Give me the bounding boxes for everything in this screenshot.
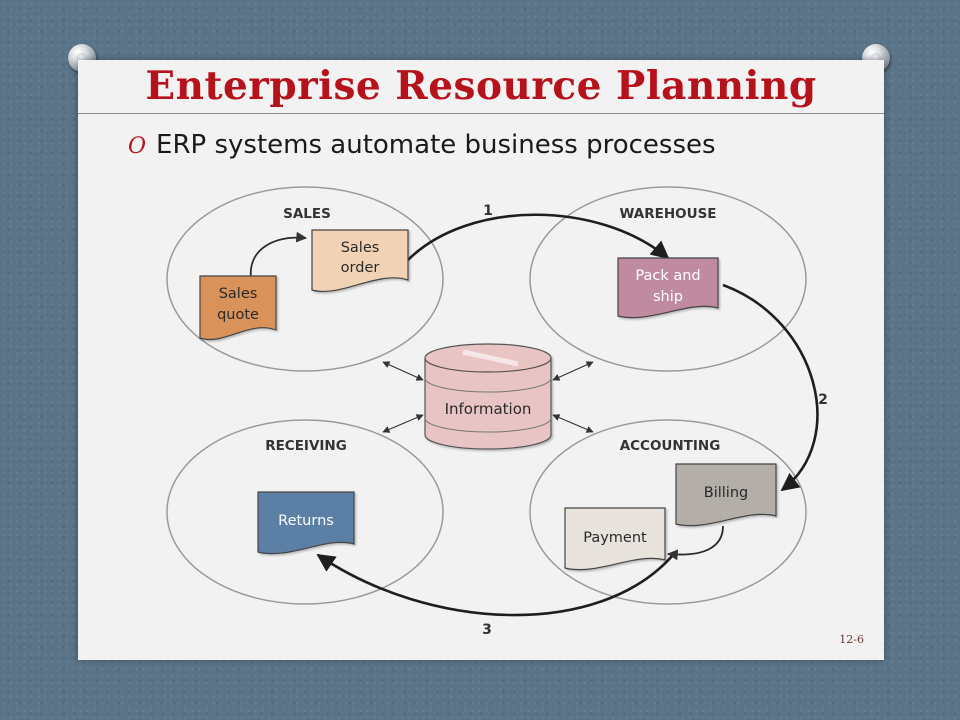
connector-accounting-information bbox=[552, 414, 594, 433]
document-label-line2: ship bbox=[653, 289, 683, 305]
accounting-region-ellipse bbox=[529, 419, 807, 605]
page-number: 12-6 bbox=[839, 633, 864, 646]
database-body bbox=[424, 358, 552, 450]
region-label-warehouse: WAREHOUSE bbox=[619, 206, 716, 222]
flow-arrow-1 bbox=[407, 213, 670, 261]
bullet-text: ERP systems automate business processes bbox=[156, 130, 716, 160]
document-label-line1: Pack and bbox=[635, 268, 700, 284]
document-label-line2: quote bbox=[217, 307, 259, 323]
database-top-highlight bbox=[462, 349, 519, 367]
connector-receiving-information bbox=[382, 414, 424, 433]
region-label-sales: SALES bbox=[283, 206, 331, 222]
document-sales-order: Sales order bbox=[311, 229, 409, 292]
flow-label-2: 2 bbox=[818, 392, 828, 408]
bullet-item: O ERP systems automate business processes bbox=[128, 130, 716, 160]
connector-sales-information bbox=[382, 361, 424, 381]
database-label: Information bbox=[445, 400, 532, 418]
flow-label-3: 3 bbox=[482, 622, 492, 638]
slide-title: Enterprise Resource Planning bbox=[145, 63, 817, 109]
quote-to-order-arrow bbox=[250, 231, 308, 279]
information-database bbox=[424, 343, 552, 450]
slide: Enterprise Resource Planning O ERP system… bbox=[78, 60, 884, 660]
document-label-line1: Billing bbox=[704, 485, 748, 501]
sales-region-ellipse bbox=[166, 186, 444, 372]
document-label-line2: order bbox=[341, 260, 380, 276]
database-ring bbox=[424, 417, 552, 433]
document-returns: Returns bbox=[257, 491, 355, 555]
billing-to-payment-arrow bbox=[666, 525, 724, 561]
document-label-line1: Sales bbox=[341, 240, 380, 256]
document-label-line1: Returns bbox=[278, 513, 334, 529]
region-label-accounting: ACCOUNTING bbox=[620, 438, 721, 454]
receiving-region-ellipse bbox=[166, 419, 444, 605]
flow-arrow-3 bbox=[316, 553, 674, 617]
region-label-receiving: RECEIVING bbox=[265, 438, 347, 454]
document-payment: Payment bbox=[564, 507, 666, 571]
document-billing: Billing bbox=[675, 463, 777, 527]
document-sales-quote: Sales quote bbox=[199, 275, 277, 341]
flow-arrow-2 bbox=[722, 283, 819, 492]
warehouse-region-ellipse bbox=[529, 186, 807, 372]
flow-label-1: 1 bbox=[483, 203, 493, 219]
title-divider bbox=[78, 113, 884, 114]
connector-warehouse-information bbox=[552, 361, 594, 381]
document-label-line1: Payment bbox=[583, 530, 647, 546]
document-pack-and-ship: Pack and ship bbox=[617, 257, 719, 319]
document-label-line1: Sales bbox=[219, 286, 258, 302]
erp-process-diagram: SALES WAREHOUSE RECEIVING ACCOUNTING 1 2… bbox=[166, 186, 828, 638]
bullet-mark: O bbox=[128, 134, 147, 159]
database-ring bbox=[424, 377, 552, 393]
